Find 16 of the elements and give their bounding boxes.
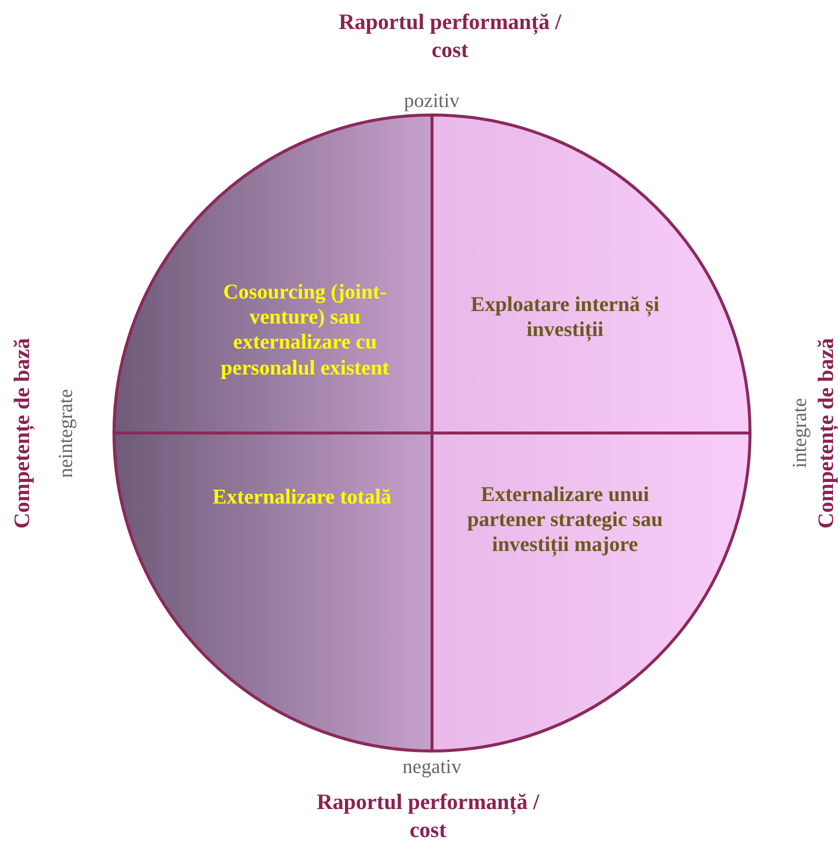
quadrant <box>432 115 750 433</box>
quadrant-label: Exploatare internă și investiții <box>470 292 660 342</box>
axis-title: Competențe de bază <box>812 338 838 528</box>
axis-value: integrate <box>788 398 812 468</box>
quadrant-label: Externalizare unui partener strategic sau investiții majore <box>466 482 664 558</box>
quadrant <box>432 433 750 751</box>
axis-value: neintegrate <box>54 388 78 478</box>
axis-title: Raportul performanță / cost <box>316 788 540 843</box>
quadrant-label: Externalizare totală <box>212 484 392 510</box>
quadrant <box>114 115 432 433</box>
axis-value: negativ <box>402 756 462 779</box>
quadrant-label: Cosourcing (joint-venture) sau externalizare cu personalul existent <box>220 280 390 380</box>
axis-title: Competențe de bază <box>8 338 36 528</box>
axis-value: pozitiv <box>404 90 460 113</box>
quadrant <box>114 433 432 751</box>
axis-title: Raportul performanță / cost <box>338 8 562 63</box>
